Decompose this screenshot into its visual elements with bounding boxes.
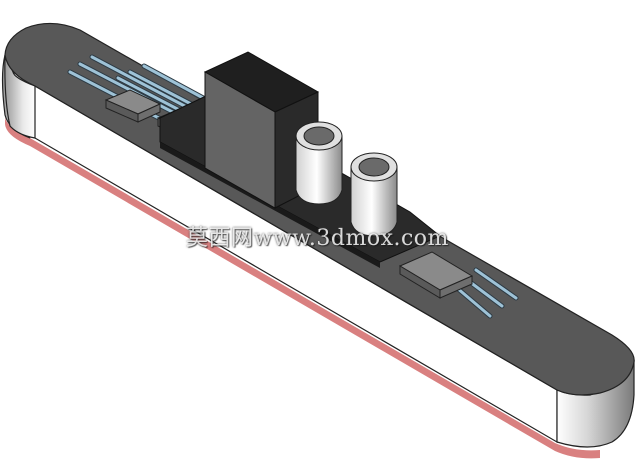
cylinder-right [350,152,398,237]
cylinder-left [295,121,343,205]
right-pin-header [398,251,519,319]
